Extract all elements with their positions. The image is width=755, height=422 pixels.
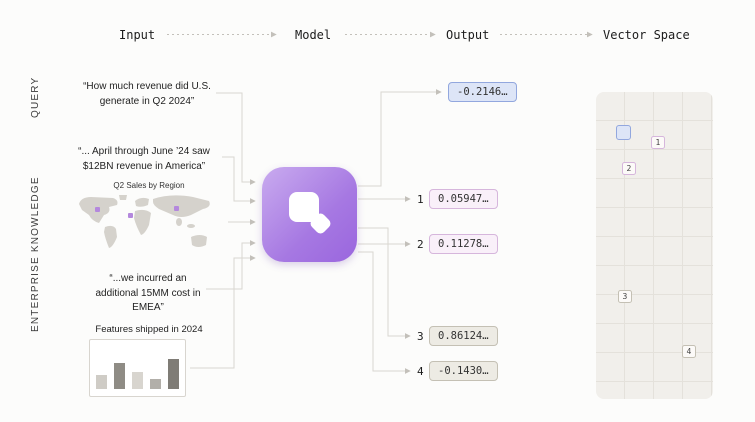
column-header-vector-space: Vector Space xyxy=(603,28,690,42)
output-vector-4: -0.1430… xyxy=(429,361,498,381)
output-vector-3: 0.86124… xyxy=(429,326,498,346)
vector-space-panel: 1 2 3 4 xyxy=(596,92,713,399)
map-title: Q2 Sales by Region xyxy=(113,181,185,190)
embedding-model-block xyxy=(262,167,357,262)
bar xyxy=(96,375,107,389)
bar xyxy=(114,363,125,389)
input-doc-revenue-text: “... April through June ’24 saw $12BN re… xyxy=(78,146,210,172)
vector-point-2: 2 xyxy=(622,162,636,175)
section-label-enterprise-knowledge: ENTERPRISE KNOWLEDGE xyxy=(30,176,41,332)
world-map xyxy=(79,195,210,248)
vector-point-query xyxy=(616,125,631,140)
vector-point-3: 3 xyxy=(618,290,632,303)
model-logo-icon xyxy=(289,192,331,234)
input-doc-cost-text: “...we incurred an additional 15MM cost … xyxy=(95,273,201,313)
bar xyxy=(150,379,161,389)
output-index-1: 1 xyxy=(417,193,424,206)
column-header-input: Input xyxy=(119,28,156,42)
bar xyxy=(168,359,179,389)
features-chart-title: Features shipped in 2024 xyxy=(95,324,203,335)
output-index-3: 3 xyxy=(417,330,424,343)
input-query-text: “How much revenue did U.S. generate in Q… xyxy=(83,81,211,107)
output-index-2: 2 xyxy=(417,238,424,251)
column-header-model: Model xyxy=(295,28,332,42)
output-index-4: 4 xyxy=(417,365,424,378)
output-vector-2: 0.11278… xyxy=(429,234,498,254)
bar xyxy=(132,372,143,389)
vector-point-1: 1 xyxy=(651,136,665,149)
output-query-vector: -0.2146… xyxy=(448,82,517,102)
output-vector-1: 0.05947… xyxy=(429,189,498,209)
section-label-query: QUERY xyxy=(30,76,41,118)
column-header-output: Output xyxy=(446,28,490,42)
features-bar-chart xyxy=(89,339,186,397)
vector-point-4: 4 xyxy=(682,345,696,358)
map-continents xyxy=(79,195,210,248)
map-sales-markers xyxy=(95,206,179,218)
